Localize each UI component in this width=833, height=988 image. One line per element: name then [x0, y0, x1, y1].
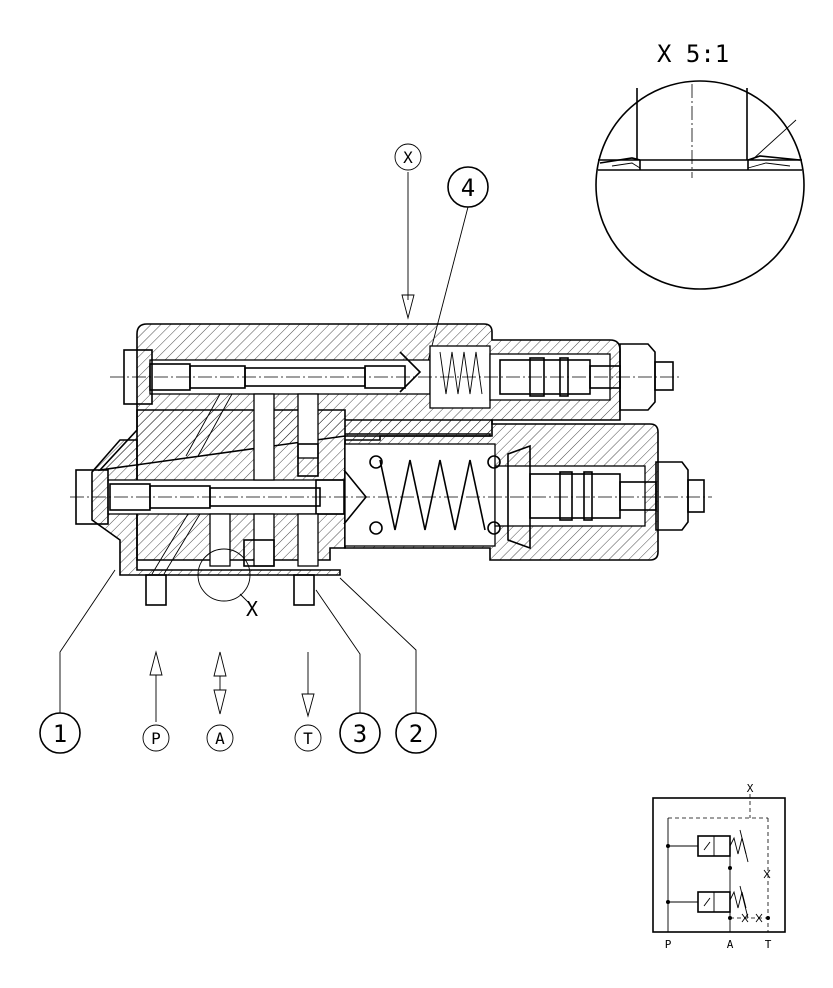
lower-screw-end [687, 479, 705, 513]
detail-mark-circle [197, 548, 251, 602]
upper-locknut [619, 343, 656, 411]
schematic-orifice-upper [763, 869, 771, 879]
detail-gasket-left [611, 162, 641, 169]
spring-end-tr [487, 455, 501, 469]
callout-4: 4 [419, 166, 489, 393]
upper-screw-end [654, 361, 674, 391]
hydraulic-schematic: X P A T [652, 782, 786, 951]
detail-mark-leader [239, 593, 251, 605]
callout-1-leader [59, 569, 116, 713]
left-base-block [91, 439, 341, 576]
lower-oring-2 [583, 471, 593, 521]
callout-4-label: 4 [461, 174, 475, 202]
upper-spring [439, 351, 483, 395]
port-p: P [142, 650, 170, 752]
passage-port-t [297, 513, 319, 567]
port-p-circle [142, 724, 170, 752]
port-t-label: T [303, 729, 313, 748]
spring-end-bl [369, 521, 383, 535]
schematic-orifices [741, 913, 763, 923]
view-ref-label: X [403, 148, 413, 167]
schematic-node-4 [728, 916, 732, 920]
orifice-insert [297, 443, 319, 477]
passage-port-a [209, 513, 231, 567]
detail-circle [595, 80, 805, 290]
lower-right-bore [494, 465, 646, 527]
callout-2-leader [339, 577, 417, 713]
lower-spring-seat [507, 444, 531, 550]
port-t-arrow-head [301, 693, 315, 718]
detail-view-x: X 5:1 [595, 40, 805, 290]
schematic-label-a: A [727, 938, 734, 951]
detail-seal-left [599, 157, 641, 164]
port-a: A [206, 651, 234, 752]
detail-gasket-right [747, 162, 791, 169]
port-p-arrow-head [149, 650, 163, 676]
detail-mark-label: X [246, 597, 258, 621]
schematic-lower-spring [729, 890, 747, 909]
schematic-lower-arrow [703, 897, 711, 907]
lower-oring-1 [559, 471, 573, 521]
callout-3-leader [315, 589, 361, 713]
callout-3-label: 3 [353, 720, 367, 748]
callout-2-label: 2 [409, 720, 423, 748]
passage-vertical-1 [253, 393, 275, 481]
schematic-lower-adjust [739, 885, 749, 919]
valve-section: X [70, 323, 712, 621]
view-ref-circle [394, 143, 422, 171]
pin-port-p [145, 574, 167, 606]
port-p-label: P [151, 729, 161, 748]
view-arrow-x: X [394, 143, 422, 320]
schematic-label-p: P [665, 938, 672, 951]
port-a-label: A [215, 729, 225, 748]
port-t: T [294, 652, 322, 752]
port-a-arrow-down [213, 689, 227, 715]
callout-2: 2 [339, 577, 437, 754]
schematic-node-5 [766, 916, 770, 920]
pin-port-t [293, 574, 315, 606]
schematic-label-x: X [747, 782, 754, 795]
port-t-circle [294, 724, 322, 752]
detail-seal-right [747, 155, 801, 161]
schematic-frame [652, 797, 786, 933]
view-arrow-head [401, 294, 415, 320]
lower-locknut [655, 461, 689, 531]
passage-vertical-2 [297, 393, 319, 459]
spring-end-tl [369, 455, 383, 469]
lower-chamber [344, 443, 496, 547]
lower-insert [243, 539, 275, 567]
port-a-circle [206, 724, 234, 752]
diagonal-passage-2 [151, 513, 201, 575]
schematic-upper-adjust [739, 829, 749, 863]
upper-poppet [399, 351, 422, 393]
port-a-arrow-up [213, 651, 227, 677]
callout-1: 1 [39, 569, 116, 754]
diagonal-passage-1 [185, 393, 233, 457]
detail-chamfer-line [751, 119, 797, 161]
schematic-upper-arrow [703, 841, 711, 851]
detail-view-title: X 5:1 [657, 40, 729, 68]
callout-1-label: 1 [53, 720, 67, 748]
spring-end-br [487, 521, 501, 535]
lower-spring [379, 459, 486, 531]
callout-3: 3 [315, 589, 381, 754]
schematic-label-t: T [765, 938, 772, 951]
